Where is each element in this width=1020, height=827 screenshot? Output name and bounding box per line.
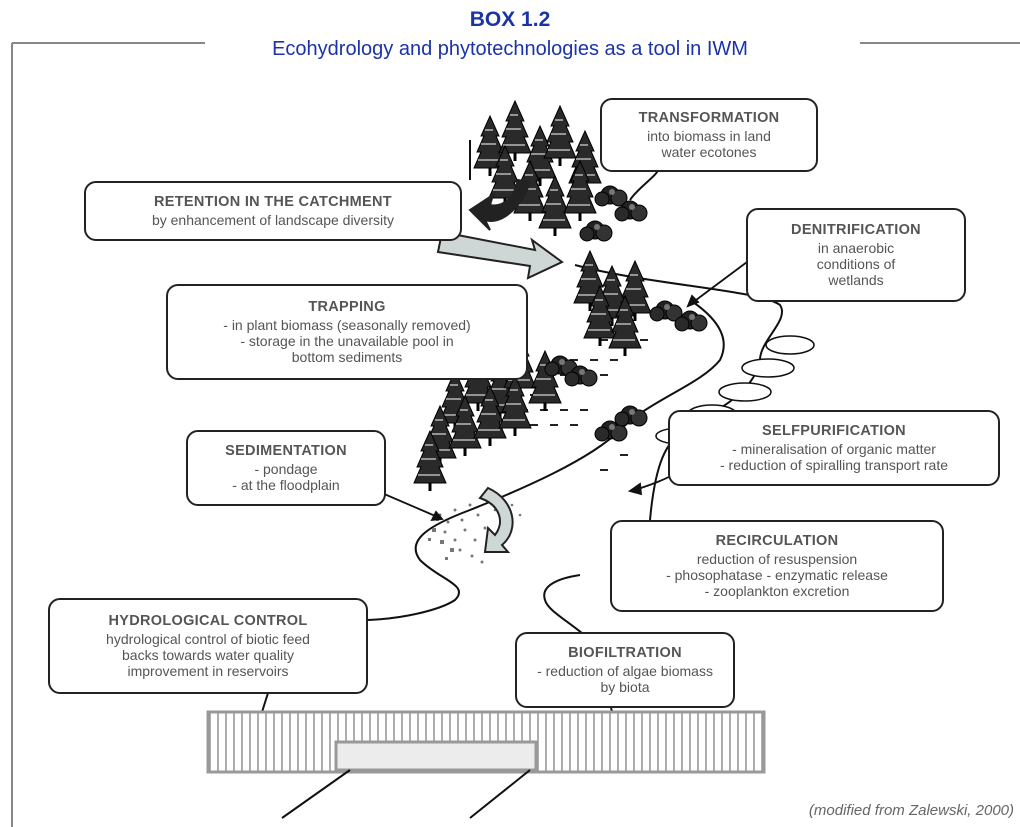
trapping-line-2: - storage in the unavailable pool in <box>240 333 454 349</box>
retention-line-1: by enhancement of landscape diversity <box>151 212 395 228</box>
biofiltration-box: BIOFILTRATION - reduction of algae bioma… <box>515 632 735 708</box>
trapping-heading: TRAPPING <box>308 299 386 315</box>
denitrification-line-1: in anaerobic <box>817 240 895 256</box>
recirculation-line-1: reduction of resuspension <box>696 551 858 567</box>
recirculation-arrow <box>478 486 514 553</box>
selfpurification-line-1: - mineralisation of organic matter <box>732 441 936 457</box>
selfpurification-box: SELFPURIFICATION - mineralisation of org… <box>668 410 1000 486</box>
sedimentation-line-1: - pondage <box>254 461 318 477</box>
denitrification-line-3: wetlands <box>828 272 884 288</box>
transformation-line-2: water ecotones <box>661 144 757 160</box>
sedimentation-heading: SEDIMENTATION <box>225 443 347 459</box>
trapping-line-1: - in plant biomass (seasonally removed) <box>223 317 471 333</box>
sedimentation-line-2: - at the floodplain <box>232 477 340 493</box>
retention-box: RETENTION IN THE CATCHMENT by enhancemen… <box>84 181 462 241</box>
flow-arrows <box>436 178 564 553</box>
recirculation-box: RECIRCULATION reduction of resuspension … <box>610 520 944 612</box>
recirculation-line-3: - zooplankton excretion <box>704 583 850 599</box>
page-title: Ecohydrology and phytotechnologies as a … <box>272 38 748 60</box>
biofiltration-line-2: by biota <box>600 679 650 695</box>
selfpurification-heading: SELFPURIFICATION <box>762 423 906 439</box>
transformation-line-1: into biomass in land <box>647 128 771 144</box>
frame <box>11 42 1020 827</box>
denitrification-heading: DENITRIFICATION <box>791 222 921 238</box>
box-number: BOX 1.2 <box>469 8 551 31</box>
trapping-line-3: bottom sediments <box>291 349 403 365</box>
catchment-arrow <box>436 230 564 280</box>
hydrological-heading: HYDROLOGICAL CONTROL <box>108 613 308 629</box>
recirculation-heading: RECIRCULATION <box>715 533 839 549</box>
recirculation-line-2: - phosophatase - enzymatic release <box>666 567 888 583</box>
source-credit: (modified from Zalewski, 2000) <box>808 802 1014 819</box>
denitrification-line-2: conditions of <box>816 256 896 272</box>
denitrification-box: DENITRIFICATION in anaerobic conditions … <box>746 208 966 302</box>
hydrological-line-3: improvement in reservoirs <box>127 663 289 679</box>
retention-arrow <box>468 178 532 231</box>
biofiltration-heading: BIOFILTRATION <box>568 645 682 661</box>
sedimentation-box: SEDIMENTATION - pondage - at the floodpl… <box>186 430 386 506</box>
transformation-box: TRANSFORMATION into biomass in land wate… <box>600 98 818 172</box>
selfpurification-line-2: - reduction of spiralling transport rate <box>720 457 948 473</box>
trapping-box: TRAPPING - in plant biomass (seasonally … <box>166 284 528 380</box>
hydrological-line-1: hydrological control of biotic feed <box>106 631 310 647</box>
biofiltration-line-1: - reduction of algae biomass <box>537 663 713 679</box>
reservoir-dam <box>206 710 766 819</box>
hydrological-line-2: backs towards water quality <box>122 647 294 663</box>
river-channel <box>420 245 769 576</box>
retention-heading: RETENTION IN THE CATCHMENT <box>154 194 392 210</box>
transformation-heading: TRANSFORMATION <box>638 110 780 126</box>
hydrological-control-box: HYDROLOGICAL CONTROL hydrological contro… <box>48 598 368 694</box>
